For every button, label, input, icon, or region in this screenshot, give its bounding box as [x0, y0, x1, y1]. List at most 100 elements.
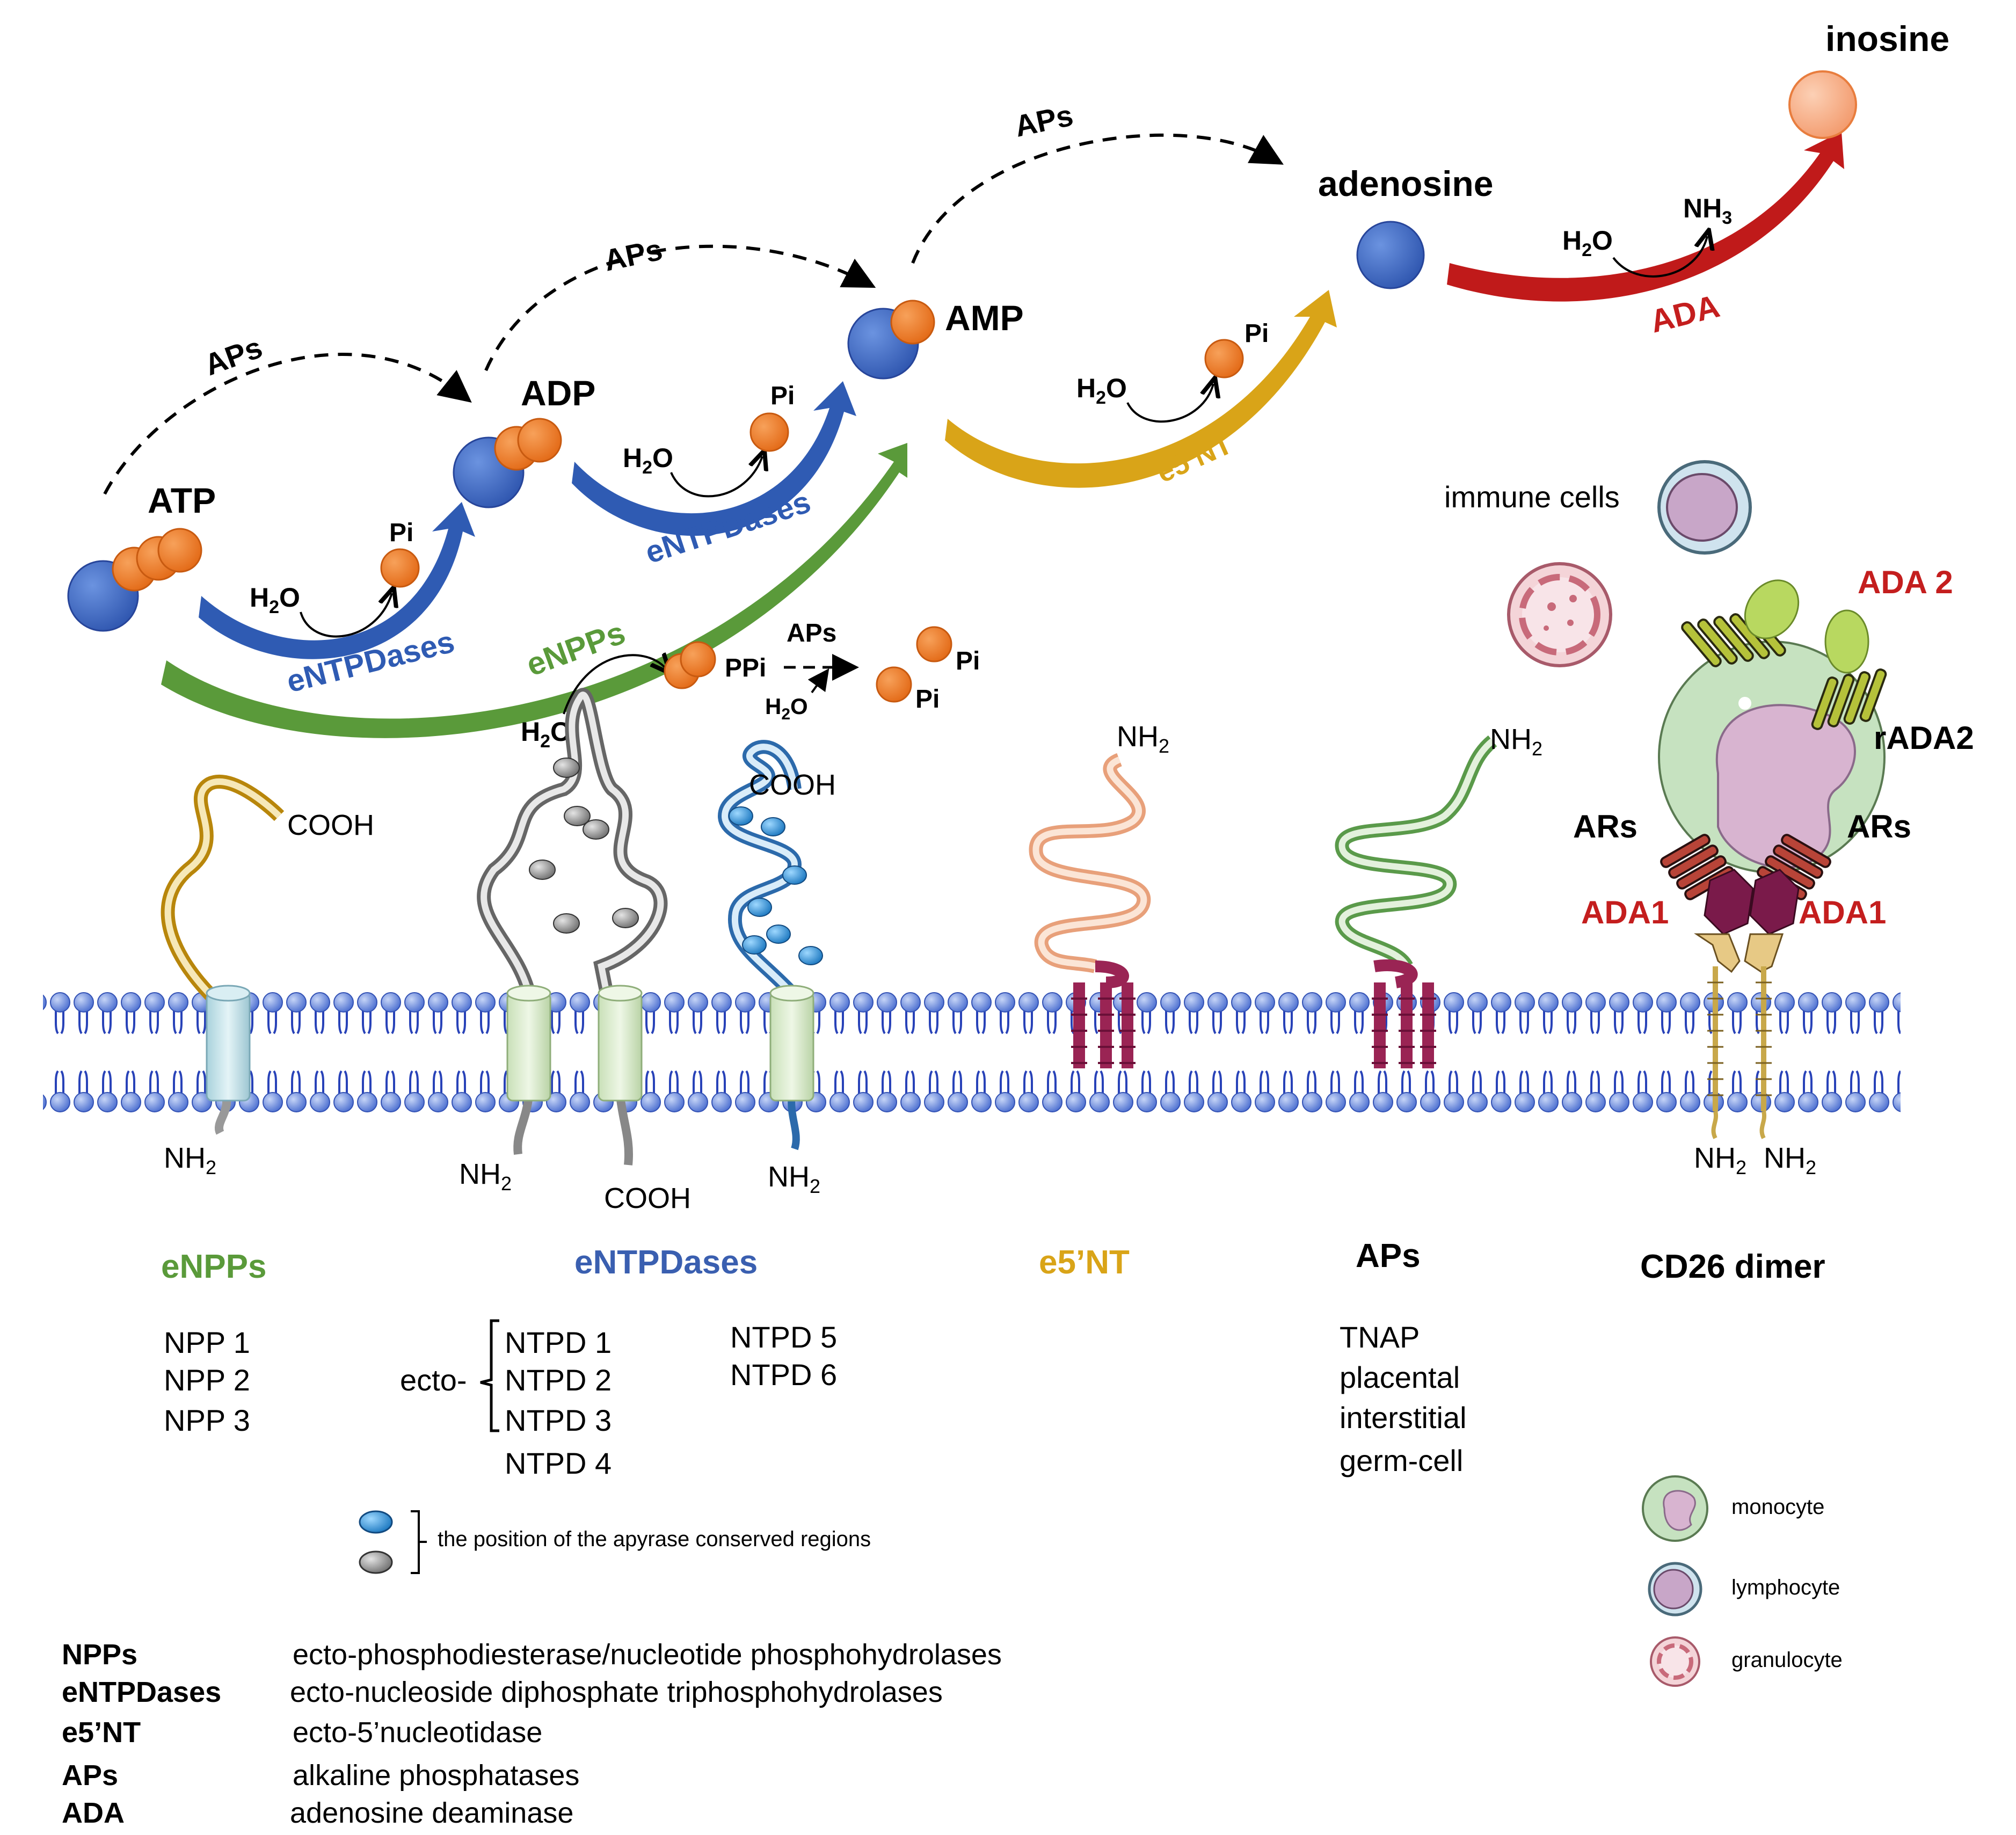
aps-dashed-arrow-2 — [484, 244, 876, 372]
svg-text:NH2: NH2 — [164, 1142, 216, 1178]
list-item: NPP 1 — [164, 1326, 250, 1359]
abbreviations: NPPs ecto-phosphodiesterase/nucleotide p… — [62, 1639, 1002, 1829]
family-title-entpdases: eNTPDases — [574, 1244, 758, 1281]
abbr: e5’NT — [62, 1716, 141, 1749]
ada1-label-right: ADA1 — [1799, 894, 1886, 930]
enpps-arrow-label: eNPPs — [522, 614, 630, 683]
aps-label-1: APs — [200, 330, 267, 382]
list-item: NTPD 2 — [505, 1363, 612, 1397]
abbr-full: ecto-5’nucleotidase — [293, 1716, 542, 1749]
svg-text:H2O: H2O — [1076, 373, 1127, 408]
abbr: ADA — [62, 1797, 125, 1829]
entpdases-arrow-2 — [572, 381, 856, 536]
svg-text:monocyte: monocyte — [1731, 1495, 1824, 1519]
svg-text:PPi: PPi — [725, 654, 766, 682]
abbr: APs — [62, 1759, 118, 1792]
svg-text:NH2: NH2 — [459, 1158, 512, 1195]
aps-list: TNAP placental interstitial germ-cell — [1340, 1320, 1467, 1477]
svg-text:Pi: Pi — [770, 382, 795, 410]
list-item: NPP 2 — [164, 1363, 250, 1397]
list-item: germ-cell — [1340, 1444, 1463, 1477]
svg-text:Pi: Pi — [1244, 319, 1269, 348]
ada-arrow — [1447, 132, 1844, 302]
immune-cells-label: immune cells — [1444, 480, 1620, 514]
svg-text:H2O: H2O — [623, 443, 673, 478]
apyrase-legend: the position of the apyrase conserved re… — [359, 1510, 871, 1574]
inosine-label: inosine — [1825, 19, 1949, 59]
svg-text:the position of the apyrase co: the position of the apyrase conserved re… — [438, 1527, 871, 1551]
hydrolysis-enpp: H2O PPi APs H2O Pi Pi — [521, 619, 980, 752]
abbr-full: ecto-nucleoside diphosphate triphosphohy… — [290, 1676, 943, 1708]
ecto-bracket — [480, 1319, 499, 1432]
entpdase-protein-blue: COOH NH2 — [717, 740, 836, 1197]
list-item: NTPD 1 — [505, 1326, 612, 1359]
svg-text:H2O: H2O — [521, 717, 571, 752]
cell-legend: monocyte lymphocyte granulocyte — [1642, 1475, 1843, 1687]
e5nt-protein: NH2 — [1029, 720, 1169, 1068]
svg-text:NH2: NH2 — [1117, 720, 1169, 757]
aps-dashed-arrow-1 — [103, 352, 472, 495]
abbr-full: adenosine deaminase — [290, 1797, 573, 1829]
aps-label-2: APs — [601, 232, 665, 277]
enpps-list: NPP 1 NPP 2 NPP 3 — [164, 1326, 250, 1437]
deamination-adenosine: H2O NH3 — [1562, 193, 1732, 278]
list-item: NTPD 4 — [505, 1446, 612, 1480]
ada-arrow-label: ADA — [1647, 288, 1723, 339]
list-item: NTPD 6 — [730, 1358, 837, 1392]
svg-text:COOH: COOH — [287, 809, 374, 841]
abbr: NPPs — [62, 1639, 137, 1671]
ars-label-left: ARs — [1573, 809, 1637, 844]
e5nt-arrow — [945, 290, 1337, 488]
entpdase-protein: NH2 COOH — [459, 688, 691, 1214]
svg-text:lymphocyte: lymphocyte — [1731, 1576, 1840, 1599]
svg-text:Pi: Pi — [389, 519, 413, 547]
adenosine-label: adenosine — [1318, 164, 1493, 203]
list-item: NTPD 5 — [730, 1320, 837, 1354]
svg-text:NH2: NH2 — [768, 1161, 820, 1197]
enpps-arrow — [161, 443, 907, 738]
ada2-label: ADA 2 — [1858, 564, 1953, 600]
abbr-full: alkaline phosphatases — [293, 1759, 579, 1792]
adenosine-molecule — [1356, 221, 1425, 289]
svg-text:Pi: Pi — [915, 685, 940, 713]
atp-molecule — [67, 528, 202, 632]
amp-label: AMP — [945, 298, 1024, 338]
svg-text:NH2: NH2 — [1490, 723, 1542, 760]
svg-text:NH2: NH2 — [1694, 1142, 1746, 1178]
adp-molecule — [453, 418, 562, 508]
list-item: TNAP — [1340, 1320, 1420, 1354]
svg-text:granulocyte: granulocyte — [1731, 1648, 1843, 1672]
list-item: NPP 3 — [164, 1403, 250, 1437]
atp-label: ATP — [148, 480, 216, 520]
list-item: placental — [1340, 1360, 1460, 1394]
list-item: NTPD 3 — [505, 1403, 612, 1437]
entpdases-arrow-1 — [199, 502, 475, 659]
hydrolysis-atp: H2O Pi — [250, 519, 420, 638]
abbr: eNTPDases — [62, 1676, 221, 1708]
inosine-molecule — [1788, 70, 1857, 139]
aps-label-3: APs — [1011, 98, 1076, 143]
monocyte-legend: monocyte — [1642, 1475, 1824, 1542]
family-title-enpps: eNPPs — [161, 1248, 266, 1285]
cd26-complex: NH2 NH2 — [1658, 579, 1887, 1178]
svg-text:H2O: H2O — [765, 694, 808, 723]
svg-text:COOH: COOH — [749, 769, 836, 801]
adp-label: ADP — [521, 373, 595, 413]
ecto-label: ecto- — [400, 1363, 467, 1397]
svg-text:H2O: H2O — [1562, 225, 1613, 260]
svg-text:Pi: Pi — [956, 647, 980, 675]
enpp-protein: COOH NH2 — [161, 775, 374, 1178]
ars-label-right: ARs — [1847, 809, 1911, 844]
rada2-label: rADA2 — [1874, 720, 1974, 756]
abbr-full: ecto-phosphodiesterase/nucleotide phosph… — [293, 1639, 1002, 1671]
svg-text:NH2: NH2 — [1764, 1142, 1816, 1178]
family-title-cd26: CD26 dimer — [1640, 1248, 1825, 1285]
granulocyte-legend: granulocyte — [1650, 1636, 1843, 1687]
lipid-bilayer — [43, 991, 1901, 1114]
ada1-label-left: ADA1 — [1581, 894, 1669, 930]
family-title-e5nt: e5’NT — [1039, 1244, 1130, 1281]
svg-text:COOH: COOH — [604, 1182, 691, 1214]
ap-protein: NH2 — [1335, 723, 1542, 1068]
entpdases-list: ecto- NTPD 1 NTPD 2 NTPD 3 NTPD 4 NTPD 5… — [400, 1319, 837, 1480]
